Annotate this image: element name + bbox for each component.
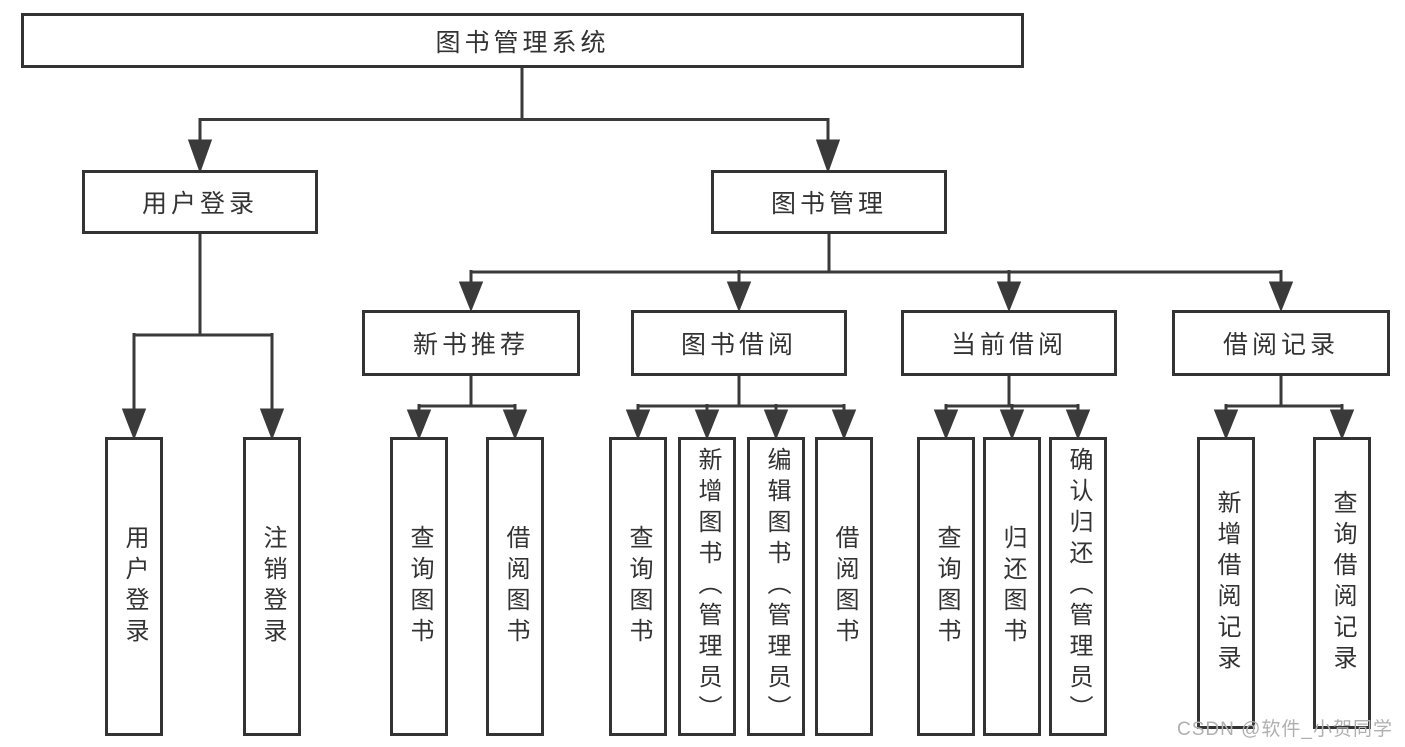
node-book-management: 图书管理 xyxy=(711,170,947,234)
leaf-borrow-books-recommend: 借阅图书 xyxy=(486,437,544,736)
node-root: 图书管理系统 xyxy=(21,13,1024,68)
leaf-add-borrow-record: 新增借阅记录 xyxy=(1197,437,1255,729)
leaf-label: 用户登录 xyxy=(121,524,148,649)
node-user-login: 用户登录 xyxy=(82,170,318,234)
node-borrowing-records: 借阅记录 xyxy=(1172,310,1390,376)
leaf-label: 注销登录 xyxy=(259,524,286,649)
leaf-user-login: 用户登录 xyxy=(105,437,163,736)
leaf-confirm-return-admin: 确认归还（管理员） xyxy=(1049,437,1107,736)
csdn-watermark: CSDN @软件_小贺同学 xyxy=(1177,719,1393,740)
leaf-add-books-admin: 新增图书（管理员） xyxy=(678,437,736,736)
leaf-label: 查询图书 xyxy=(933,524,960,649)
leaf-label: 查询图书 xyxy=(406,524,433,649)
leaf-label: 查询借阅记录 xyxy=(1329,490,1356,676)
leaf-borrow-books: 借阅图书 xyxy=(815,437,873,736)
leaf-label: 查询图书 xyxy=(625,524,652,649)
leaf-logout: 注销登录 xyxy=(243,437,301,736)
leaf-label: 确认归还（管理员） xyxy=(1065,447,1092,726)
leaf-label: 新增借阅记录 xyxy=(1213,490,1240,676)
leaf-label: 借阅图书 xyxy=(502,524,529,649)
leaf-query-books-current: 查询图书 xyxy=(917,437,975,736)
leaf-label: 借阅图书 xyxy=(831,524,858,649)
leaf-label: 新增图书（管理员） xyxy=(694,447,721,726)
leaf-label: 编辑图书（管理员） xyxy=(763,447,790,726)
leaf-query-books-borrow: 查询图书 xyxy=(609,437,667,736)
leaf-query-books-recommend: 查询图书 xyxy=(390,437,448,736)
node-new-book-recommend: 新书推荐 xyxy=(362,310,580,376)
node-current-borrowing: 当前借阅 xyxy=(901,310,1117,376)
node-book-borrowing: 图书借阅 xyxy=(631,310,847,376)
leaf-edit-books-admin: 编辑图书（管理员） xyxy=(747,437,805,736)
leaf-return-books: 归还图书 xyxy=(983,437,1041,736)
leaf-label: 归还图书 xyxy=(999,524,1026,649)
leaf-query-borrow-record: 查询借阅记录 xyxy=(1313,437,1371,729)
